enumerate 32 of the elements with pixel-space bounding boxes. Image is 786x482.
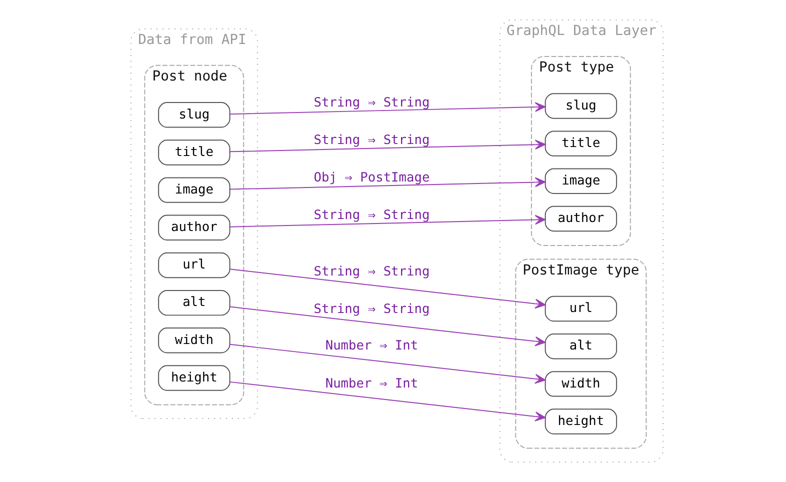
node-box: height (158, 365, 230, 391)
node-box: width (158, 328, 230, 354)
node-box: author (158, 214, 230, 240)
arrow (230, 140, 546, 152)
edge-label: Number ⇒ Int (325, 338, 418, 354)
edge-label: Number ⇒ Int (325, 376, 418, 392)
node-box: alt (544, 333, 618, 360)
arrow (230, 381, 546, 422)
node-box: author (544, 206, 618, 232)
edge-label: Obj ⇒ PostImage (314, 170, 430, 186)
edge-label: String ⇒ String (314, 264, 430, 280)
node-box: height (544, 408, 618, 434)
node-box: url (544, 296, 618, 322)
arrow (230, 306, 546, 346)
node-box: title (158, 140, 230, 166)
node-box: slug (544, 93, 618, 119)
node-box: alt (158, 290, 230, 316)
arrow (230, 344, 546, 384)
arrow (230, 177, 546, 190)
arrow (230, 268, 546, 309)
arrow (230, 214, 546, 228)
edge-label: String ⇒ String (314, 208, 430, 224)
node-box: slug (158, 102, 230, 128)
node-box: image (544, 168, 618, 194)
node-box: width (544, 371, 618, 397)
edge-label: String ⇒ String (314, 302, 430, 318)
node-box: url (158, 252, 230, 278)
arrow (230, 102, 546, 115)
edge-label: String ⇒ String (314, 132, 430, 148)
edge-label: String ⇒ String (314, 95, 430, 110)
node-box: image (158, 177, 230, 203)
node-box: title (544, 130, 618, 156)
